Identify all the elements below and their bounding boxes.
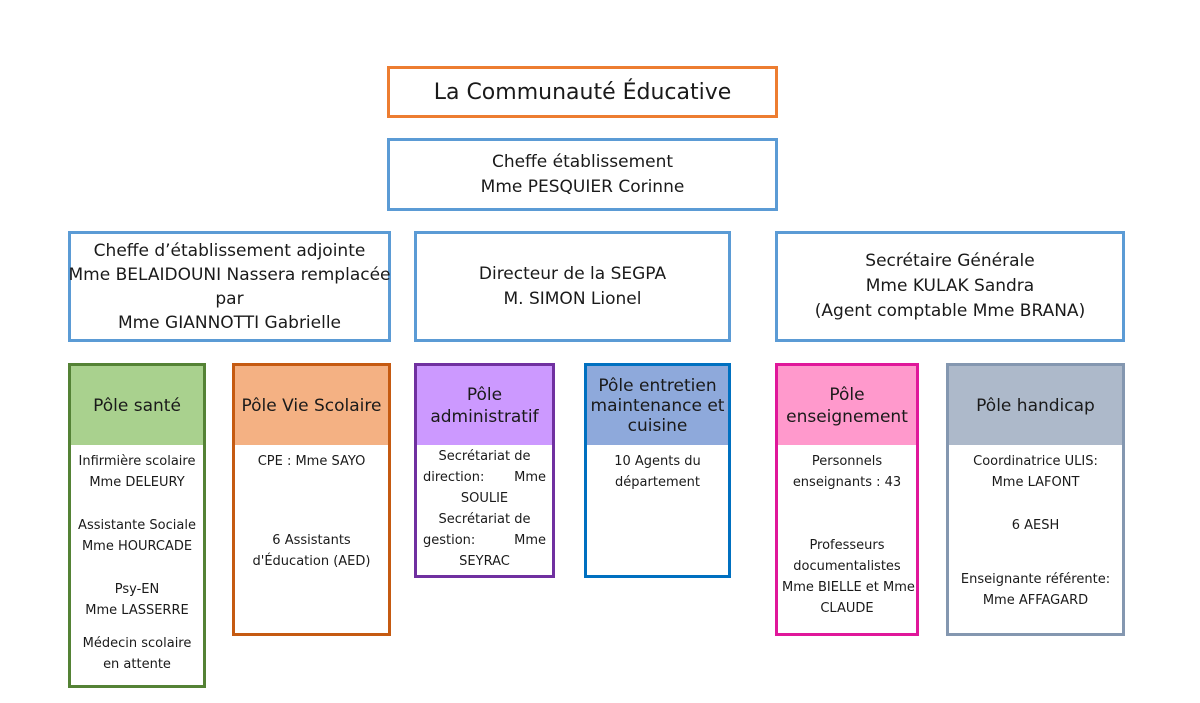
pole-admin-line: Secrétariat de <box>438 449 531 464</box>
pole-entretien-header: Pôle entretien maintenance et cuisine <box>587 366 728 445</box>
title-box: La Communauté Éducative <box>387 66 778 118</box>
pole-ens-line: enseignants : 43 <box>792 475 902 490</box>
pole-vie-line: d'Éducation (AED) <box>252 554 371 569</box>
pole-sante-line: en attente <box>103 657 171 672</box>
pole-handicap-line: Mme AFFAGARD <box>982 593 1089 608</box>
deputy-line-2: Mme BELAIDOUNI Nassera remplacée <box>68 264 391 285</box>
pole-handicap-body: Coordinatrice ULIS: Mme LAFONT 6 AESH En… <box>949 445 1122 633</box>
pole-ens-line: CLAUDE <box>820 601 874 616</box>
pole-entretien: Pôle entretien maintenance et cuisine 10… <box>584 363 731 578</box>
pole-sante-header: Pôle santé <box>71 366 203 445</box>
pole-sante-line: Assistante Sociale <box>78 518 196 533</box>
pole-sante-body: Infirmière scolaire Mme DELEURY Assistan… <box>71 445 203 685</box>
pole-admin-line: SOULIE <box>460 491 509 506</box>
pole-admin-title: Pôle <box>466 384 503 405</box>
pole-vie-title: Pôle Vie Scolaire <box>241 395 382 416</box>
secretary-role: Secrétaire Générale <box>865 251 1035 271</box>
secretary-note: (Agent comptable Mme BRANA) <box>814 301 1086 321</box>
head-role: Cheffe établissement <box>491 151 674 172</box>
pole-vie-body: CPE : Mme SAYO 6 Assistants d'Éducation … <box>235 445 388 633</box>
pole-handicap-line: Enseignante référente: <box>960 572 1111 587</box>
pole-sante-line: Mme DELEURY <box>89 475 185 490</box>
pole-ens-title: Pôle <box>829 384 865 405</box>
pole-entretien-title: maintenance et <box>590 395 725 416</box>
segpa-name: M. SIMON Lionel <box>503 288 642 309</box>
pole-ens-line: documentalistes <box>793 559 901 574</box>
pole-ens-line: Personnels <box>811 454 883 469</box>
pole-admin-body: Secrétariat de direction: Mme SOULIE Sec… <box>417 445 552 575</box>
pole-entretien-title: cuisine <box>627 415 688 436</box>
deputy-head-box: Cheffe d’établissement adjointe Mme BELA… <box>68 231 391 342</box>
pole-handicap-line: 6 AESH <box>1011 518 1060 533</box>
pole-admin-line: direction: <box>423 470 485 485</box>
pole-entretien-body: 10 Agents du département <box>587 445 728 575</box>
deputy-line-4: Mme GIANNOTTI Gabrielle <box>117 312 342 333</box>
pole-ens-line: Professeurs <box>809 538 885 553</box>
pole-entretien-line: département <box>615 475 700 490</box>
pole-ens-line: Mme BIELLE et Mme <box>782 580 915 595</box>
pole-enseignement: Pôle enseignement Personnels enseignants… <box>775 363 919 636</box>
pole-vie-line: 6 Assistants <box>272 533 351 548</box>
pole-sante-line: Mme LASSERRE <box>85 603 189 618</box>
pole-admin-line: Mme <box>514 470 546 485</box>
segpa-director-box: Directeur de la SEGPA M. SIMON Lionel <box>414 231 731 342</box>
secretary-name: Mme KULAK Sandra <box>865 276 1035 296</box>
page-title: La Communauté Éducative <box>433 79 732 105</box>
pole-admin-header: Pôle administratif <box>417 366 552 445</box>
pole-admin-title: administratif <box>430 406 539 427</box>
deputy-line-3: par <box>215 288 244 309</box>
pole-ens-header: Pôle enseignement <box>778 366 916 445</box>
pole-handicap-title: Pôle handicap <box>976 395 1095 416</box>
pole-entretien-line: 10 Agents du <box>614 454 701 469</box>
pole-admin-line: Mme <box>514 533 546 548</box>
pole-sante-title: Pôle santé <box>93 395 181 416</box>
pole-administratif: Pôle administratif Secrétariat de direct… <box>414 363 555 578</box>
segpa-role: Directeur de la SEGPA <box>478 263 667 284</box>
pole-handicap-line: Coordinatrice ULIS: <box>973 454 1098 469</box>
pole-ens-body: Personnels enseignants : 43 Professeurs … <box>778 445 916 633</box>
pole-admin-line: Secrétariat de <box>438 512 531 527</box>
deputy-role: Cheffe d’établissement adjointe <box>93 240 366 261</box>
pole-sante-line: Psy-EN <box>114 582 160 597</box>
pole-ens-title: enseignement <box>786 406 908 427</box>
pole-handicap: Pôle handicap Coordinatrice ULIS: Mme LA… <box>946 363 1125 636</box>
pole-entretien-title: Pôle entretien <box>598 375 717 396</box>
pole-handicap-header: Pôle handicap <box>949 366 1122 445</box>
pole-vie-scolaire: Pôle Vie Scolaire CPE : Mme SAYO 6 Assis… <box>232 363 391 636</box>
pole-vie-line: CPE : Mme SAYO <box>257 454 366 469</box>
pole-sante: Pôle santé Infirmière scolaire Mme DELEU… <box>68 363 206 688</box>
head-name: Mme PESQUIER Corinne <box>480 176 685 197</box>
pole-vie-header: Pôle Vie Scolaire <box>235 366 388 445</box>
pole-admin-line: gestion: <box>423 533 476 548</box>
pole-sante-line: Mme HOURCADE <box>81 539 193 554</box>
head-of-school-box: Cheffe établissement Mme PESQUIER Corinn… <box>387 138 778 211</box>
general-secretary-box: Secrétaire Générale Mme KULAK Sandra (Ag… <box>775 231 1125 342</box>
pole-handicap-line: Mme LAFONT <box>991 475 1080 490</box>
pole-sante-line: Infirmière scolaire <box>78 454 196 469</box>
pole-admin-line: SEYRAC <box>459 554 510 569</box>
pole-sante-line: Médecin scolaire <box>82 636 192 651</box>
